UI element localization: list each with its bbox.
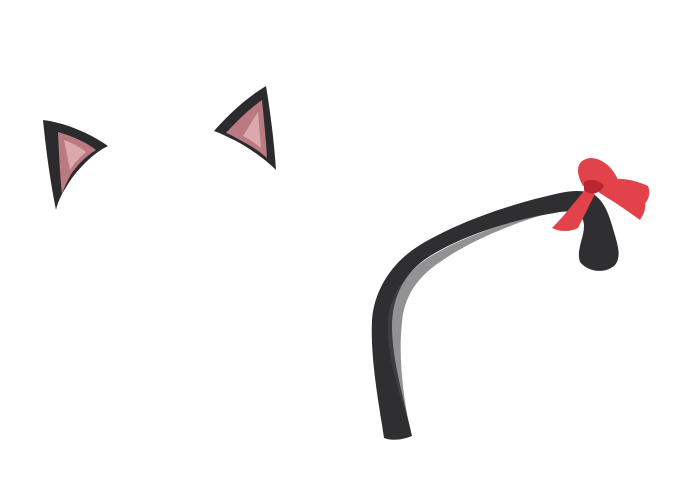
- cat-tail-highlight: [387, 212, 552, 420]
- cat-ear-right-icon: [214, 86, 276, 170]
- cat-ear-left-inner-light: [64, 140, 86, 170]
- cat-tail-icon: [371, 191, 619, 440]
- bow-knot: [584, 179, 604, 194]
- head-silhouette: [68, 131, 282, 245]
- head-shape: [68, 131, 282, 245]
- ribbon-bow-icon: [552, 158, 650, 231]
- cat-ear-left-icon: [43, 120, 108, 210]
- cat-ear-right-inner-light: [243, 112, 261, 148]
- bow-ribbon-tail-right: [598, 192, 646, 220]
- cat-tail-body: [371, 191, 619, 440]
- bow-ribbon-tail-left: [552, 190, 595, 231]
